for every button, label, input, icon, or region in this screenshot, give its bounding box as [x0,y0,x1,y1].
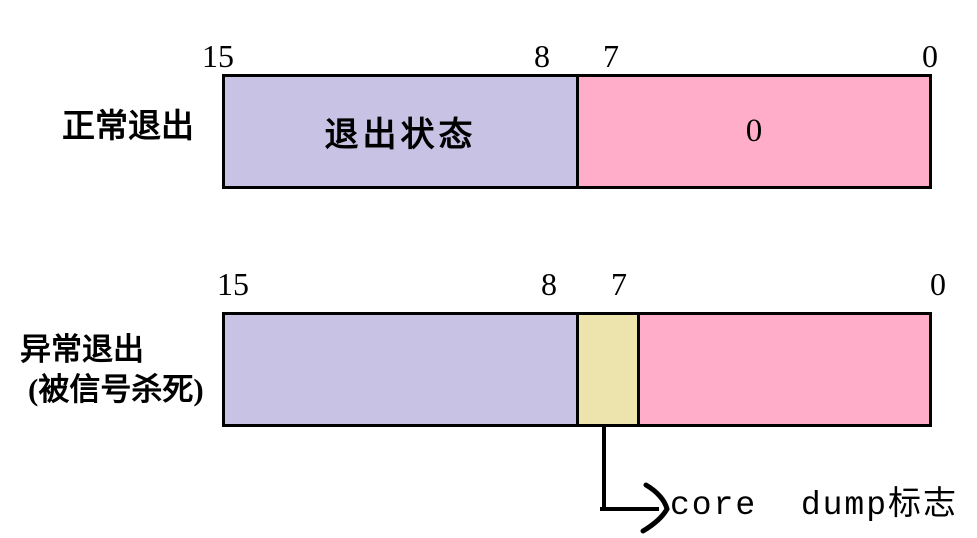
row1-bit-8-label: 8 [534,38,550,74]
row2-bit-15-label: 15 [217,266,249,302]
exit-status-field-text: 退出状态 [324,117,477,154]
row2-bit-0-label: 0 [930,266,946,302]
row2-bit-7-label: 7 [611,266,627,302]
zero-low-byte-field: 0 [579,77,929,186]
core-dump-flag-field [579,315,640,424]
row2-bit-8-label: 8 [541,266,557,302]
core-dump-annotation: core dump标志 [670,487,959,524]
arrow-head [640,482,670,534]
normal-exit-label: 正常退出 [62,109,194,145]
zero-low-byte-text: 0 [745,113,763,149]
abnormal-exit-note: (被信号杀死) [28,372,204,407]
row1-bit-7-label: 7 [603,38,619,74]
abnormal-exit-label: 异常退出 [20,332,144,367]
signal-exit-register [222,312,932,427]
high-byte-field [225,315,579,424]
exit-status-field: 退出状态 [225,77,579,186]
signal-number-field [640,315,929,424]
row1-bit-15-label: 15 [202,38,234,74]
row1-bit-0-label: 0 [922,38,938,74]
normal-exit-register: 退出状态 0 [222,74,932,189]
